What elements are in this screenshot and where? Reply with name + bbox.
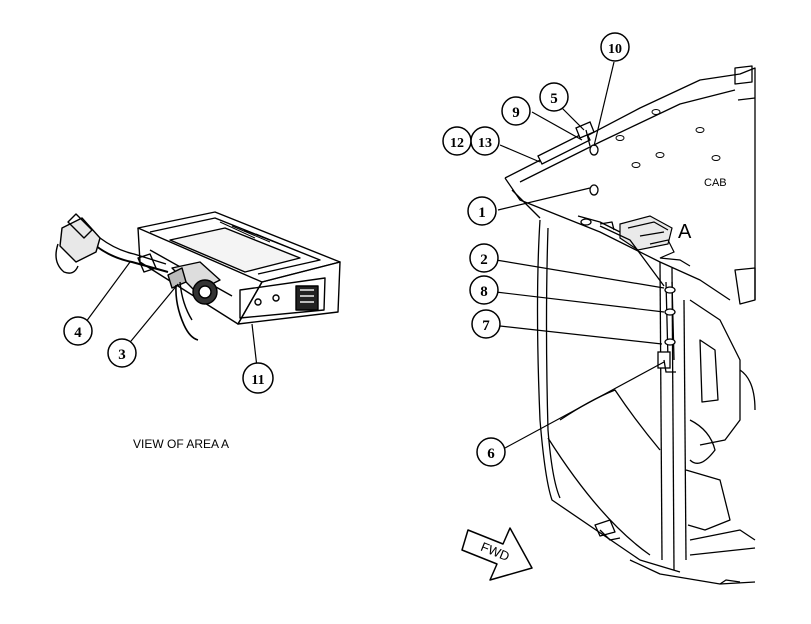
svg-text:10: 10 bbox=[608, 42, 622, 57]
area-a-label: A bbox=[678, 221, 692, 243]
svg-text:9: 9 bbox=[512, 105, 520, 121]
callout-13: 13 bbox=[470, 126, 500, 156]
svg-text:8: 8 bbox=[480, 284, 488, 300]
svg-text:7: 7 bbox=[482, 318, 490, 334]
callout-9: 9 bbox=[501, 96, 531, 126]
callout-6: 6 bbox=[476, 437, 506, 467]
cab-radio bbox=[619, 215, 691, 267]
callout-10: 10 bbox=[600, 32, 630, 62]
callout-12: 12 bbox=[442, 126, 472, 156]
callout-2: 2 bbox=[469, 243, 499, 273]
svg-text:11: 11 bbox=[251, 373, 264, 388]
svg-text:4: 4 bbox=[74, 325, 82, 341]
svg-text:13: 13 bbox=[478, 136, 492, 151]
svg-text:6: 6 bbox=[487, 446, 495, 462]
detail-view-area-a bbox=[55, 211, 341, 341]
svg-text:2: 2 bbox=[480, 252, 488, 268]
svg-text:5: 5 bbox=[550, 91, 558, 107]
roof-holes bbox=[615, 109, 721, 168]
callout-4: 4 bbox=[63, 316, 93, 346]
svg-text:12: 12 bbox=[450, 136, 464, 151]
callout-7: 7 bbox=[471, 309, 501, 339]
callout-3: 3 bbox=[107, 338, 137, 368]
forward-arrow: FWD bbox=[461, 527, 533, 581]
view-caption: VIEW OF AREA A bbox=[133, 437, 229, 451]
cab-leader-lines bbox=[495, 61, 665, 449]
svg-text:3: 3 bbox=[118, 347, 126, 363]
callout-11: 11 bbox=[242, 362, 274, 394]
callout-8: 8 bbox=[469, 275, 499, 305]
mounting-bracket bbox=[537, 121, 599, 196]
wire-harness bbox=[95, 245, 169, 273]
svg-text:1: 1 bbox=[478, 205, 486, 221]
antenna-assembly bbox=[599, 225, 676, 373]
cab-label: CAB bbox=[704, 177, 727, 189]
callout-5: 5 bbox=[539, 82, 569, 112]
cab-structure bbox=[504, 65, 756, 585]
callout-1: 1 bbox=[467, 196, 497, 226]
